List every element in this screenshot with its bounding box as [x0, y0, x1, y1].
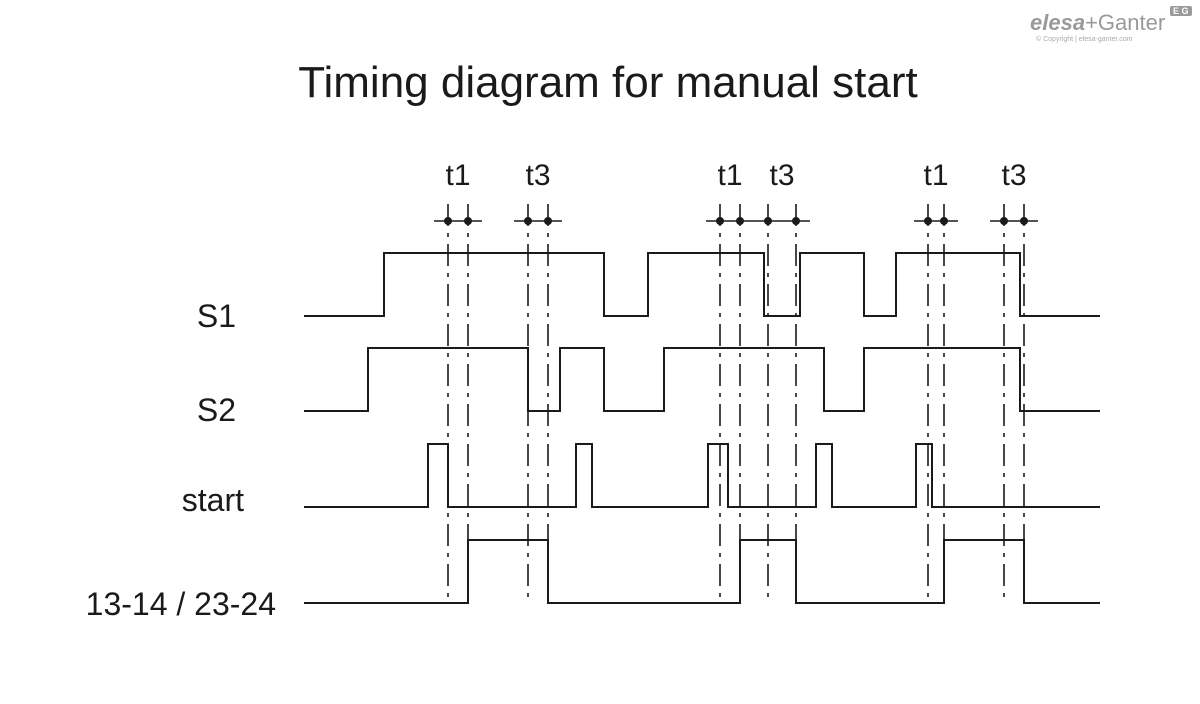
marker-dot	[736, 217, 744, 225]
start-waveform	[304, 443, 1100, 508]
marker-dot	[1020, 217, 1028, 225]
diagram-title: Timing diagram for manual start	[298, 58, 918, 107]
marker-dot	[940, 217, 948, 225]
timing-marker-t1-1: t1	[434, 159, 482, 603]
marker-label: t3	[525, 159, 550, 192]
output-waveform	[304, 539, 1100, 604]
logo-copyright: © Copyright | elesa-ganter.com	[1036, 36, 1133, 43]
signal-label-s2: S2	[196, 392, 236, 428]
elesa-ganter-logo: elesa+Ganter E G © Copyright | elesa-gan…	[1030, 6, 1200, 46]
logo-badge: E G	[1170, 6, 1192, 16]
marker-label: t1	[445, 159, 470, 192]
marker-label: t3	[1001, 159, 1026, 192]
marker-dot	[764, 217, 772, 225]
logo-wordmark: elesa+Ganter	[1030, 10, 1166, 35]
marker-label: t1	[923, 159, 948, 192]
signal-label-start: start	[181, 482, 244, 518]
marker-dot	[524, 217, 532, 225]
timing-marker-t1-3: t1	[706, 159, 754, 603]
marker-dot	[792, 217, 800, 225]
marker-dot	[464, 217, 472, 225]
signal-label-output: 13-14 / 23-24	[85, 586, 276, 622]
timing-marker-t3-6: t3	[990, 159, 1038, 603]
marker-dot	[444, 217, 452, 225]
signal-label-s1: S1	[196, 298, 236, 334]
timing-marker-t1-5: t1	[914, 159, 958, 603]
marker-label: t1	[717, 159, 742, 192]
marker-dot	[716, 217, 724, 225]
timing-marker-t3-2: t3	[514, 159, 562, 603]
s1-waveform	[304, 252, 1100, 317]
marker-dot	[924, 217, 932, 225]
marker-dot	[1000, 217, 1008, 225]
timing-marker-t3-4: t3	[754, 159, 810, 603]
s2-waveform	[304, 347, 1100, 412]
marker-label: t3	[769, 159, 794, 192]
marker-dot	[544, 217, 552, 225]
